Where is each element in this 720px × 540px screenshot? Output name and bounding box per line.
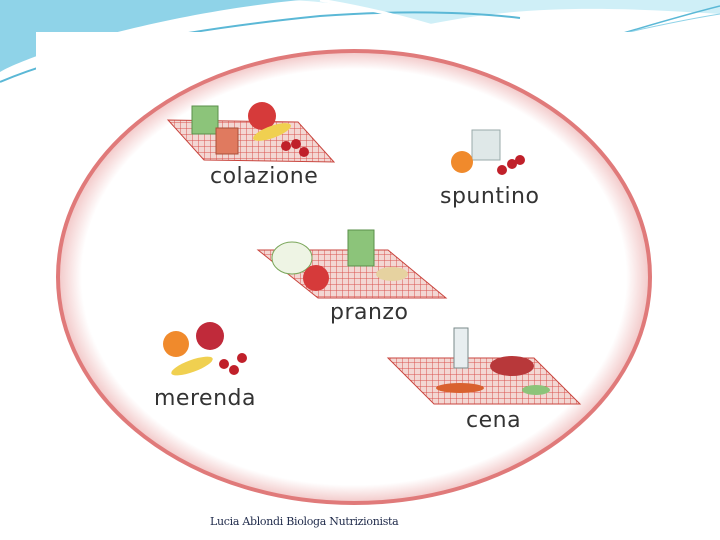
merenda-food-icon — [163, 322, 247, 376]
colazione-food-icon — [166, 102, 336, 163]
meal-label-pranzo: pranzo — [330, 300, 409, 325]
meal-label-colazione: colazione — [210, 164, 319, 189]
spuntino-food-icon — [451, 129, 525, 175]
meal-label-merenda: merenda — [154, 386, 256, 411]
pranzo-food-icon — [256, 229, 448, 299]
meals-ellipse — [56, 49, 652, 505]
cena-food-icon — [386, 327, 582, 405]
meals-illustration: colazione spuntino pranzo merenda cena — [36, 32, 672, 522]
meal-label-cena: cena — [466, 408, 522, 433]
meal-label-spuntino: spuntino — [440, 184, 540, 209]
footer-author: Lucia Ablondi Biologa Nutrizionista — [210, 515, 399, 528]
